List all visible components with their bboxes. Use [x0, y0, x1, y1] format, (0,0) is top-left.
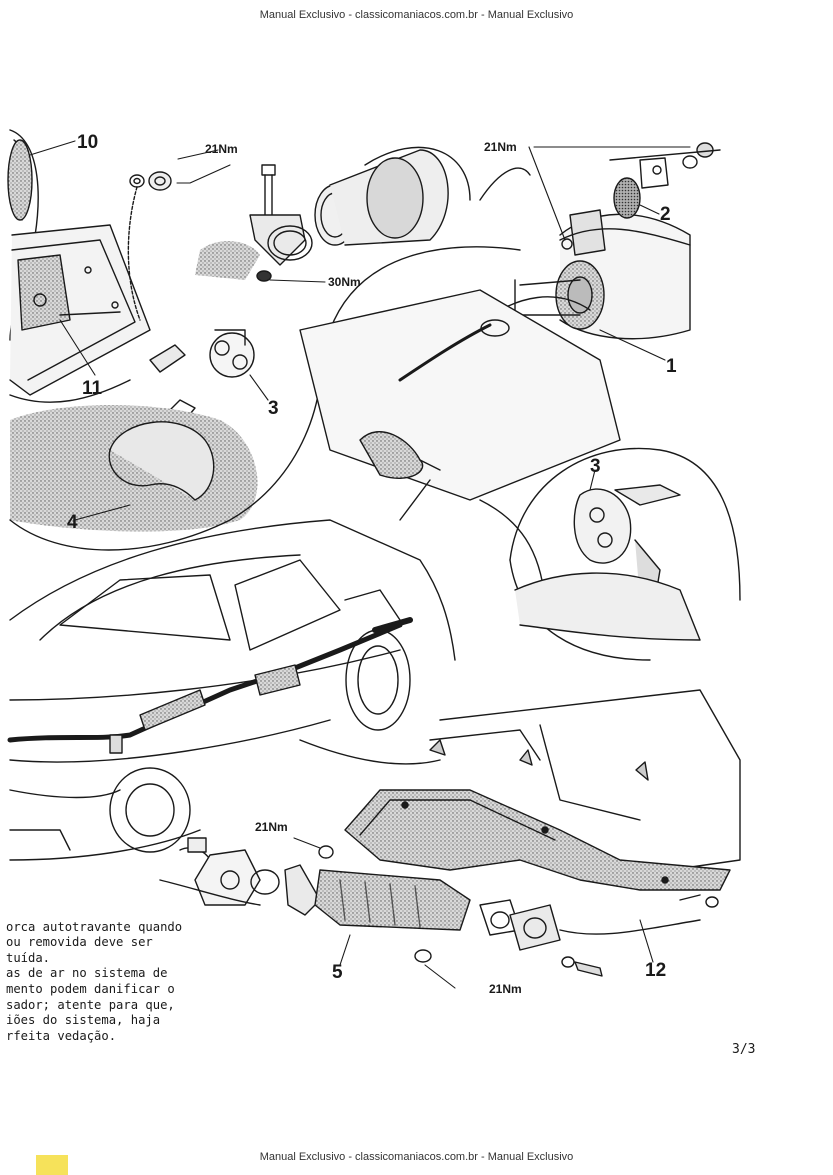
- leader-lines: [29, 140, 691, 989]
- detail-bubble-right: [509, 447, 741, 601]
- callout-2: 2: [660, 204, 671, 225]
- note-line: orca autotravante quando: [6, 919, 183, 934]
- nut-washer-top-left: [127, 171, 172, 321]
- header-watermark: Manual Exclusivo - classicomaniacos.com.…: [259, 9, 574, 21]
- pipe-joint-top: [314, 146, 531, 246]
- note-line: tuída.: [6, 950, 51, 965]
- exhaust-line: [7, 617, 413, 754]
- callout-3-lower: 3: [590, 456, 601, 477]
- pipe-bend-detail: [10, 405, 258, 532]
- rear-muffler-detail: [469, 142, 721, 340]
- catalytic-converter: [159, 837, 701, 977]
- torque-clamp: 30Nm: [328, 275, 361, 289]
- corner-mark: [36, 1155, 68, 1175]
- manifold-bracket-detail: [7, 129, 151, 403]
- detail-bubble-top: [329, 246, 521, 331]
- clamp-assembly: [195, 164, 313, 282]
- torque-top-left: 21Nm: [205, 142, 238, 156]
- callout-10: 10: [77, 132, 98, 153]
- footer-watermark: Manual Exclusivo - classicomaniacos.com.…: [259, 1151, 574, 1163]
- page-number: 3/3: [732, 1042, 756, 1057]
- note-line: ou removida deve ser: [6, 935, 153, 950]
- heat-shield: [344, 789, 731, 908]
- rubber-hanger-lower: [514, 484, 701, 641]
- note-line: as de ar no sistema de: [6, 966, 168, 981]
- callout-5: 5: [332, 962, 343, 983]
- callout-3-upper: 3: [268, 398, 279, 419]
- note-line: rfeita vedação.: [6, 1028, 117, 1043]
- callout-1: 1: [666, 356, 677, 377]
- torque-cat-top: 21Nm: [255, 820, 288, 834]
- center-muffler-section: [299, 289, 621, 601]
- note-line: mento podem danificar o: [6, 981, 175, 996]
- callout-4: 4: [67, 512, 78, 533]
- rubber-hanger-upper: [149, 329, 255, 421]
- torque-top-right: 21Nm: [484, 140, 517, 154]
- torque-cat-bottom: 21Nm: [489, 982, 522, 996]
- callout-12: 12: [645, 960, 666, 981]
- callout-11: 11: [82, 378, 103, 399]
- note-line: sador; atente para que,: [6, 997, 175, 1012]
- car-outline: [9, 519, 456, 861]
- note-line: iões do sistema, haja: [6, 1013, 161, 1028]
